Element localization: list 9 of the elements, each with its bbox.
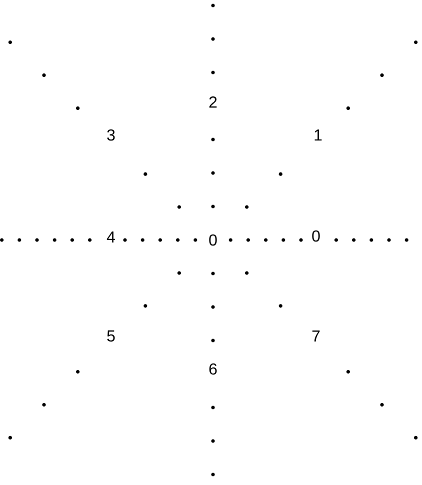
number-label: 7 <box>312 330 320 342</box>
number-label: 4 <box>106 232 115 242</box>
number-label: 1 <box>314 130 322 140</box>
number-label: 2 <box>209 96 217 108</box>
number-label: 0 <box>209 234 217 246</box>
number-label: 3 <box>107 129 115 141</box>
number-label: 5 <box>107 330 115 342</box>
number-label: 0 <box>312 230 320 242</box>
number-label: 6 <box>209 363 217 375</box>
